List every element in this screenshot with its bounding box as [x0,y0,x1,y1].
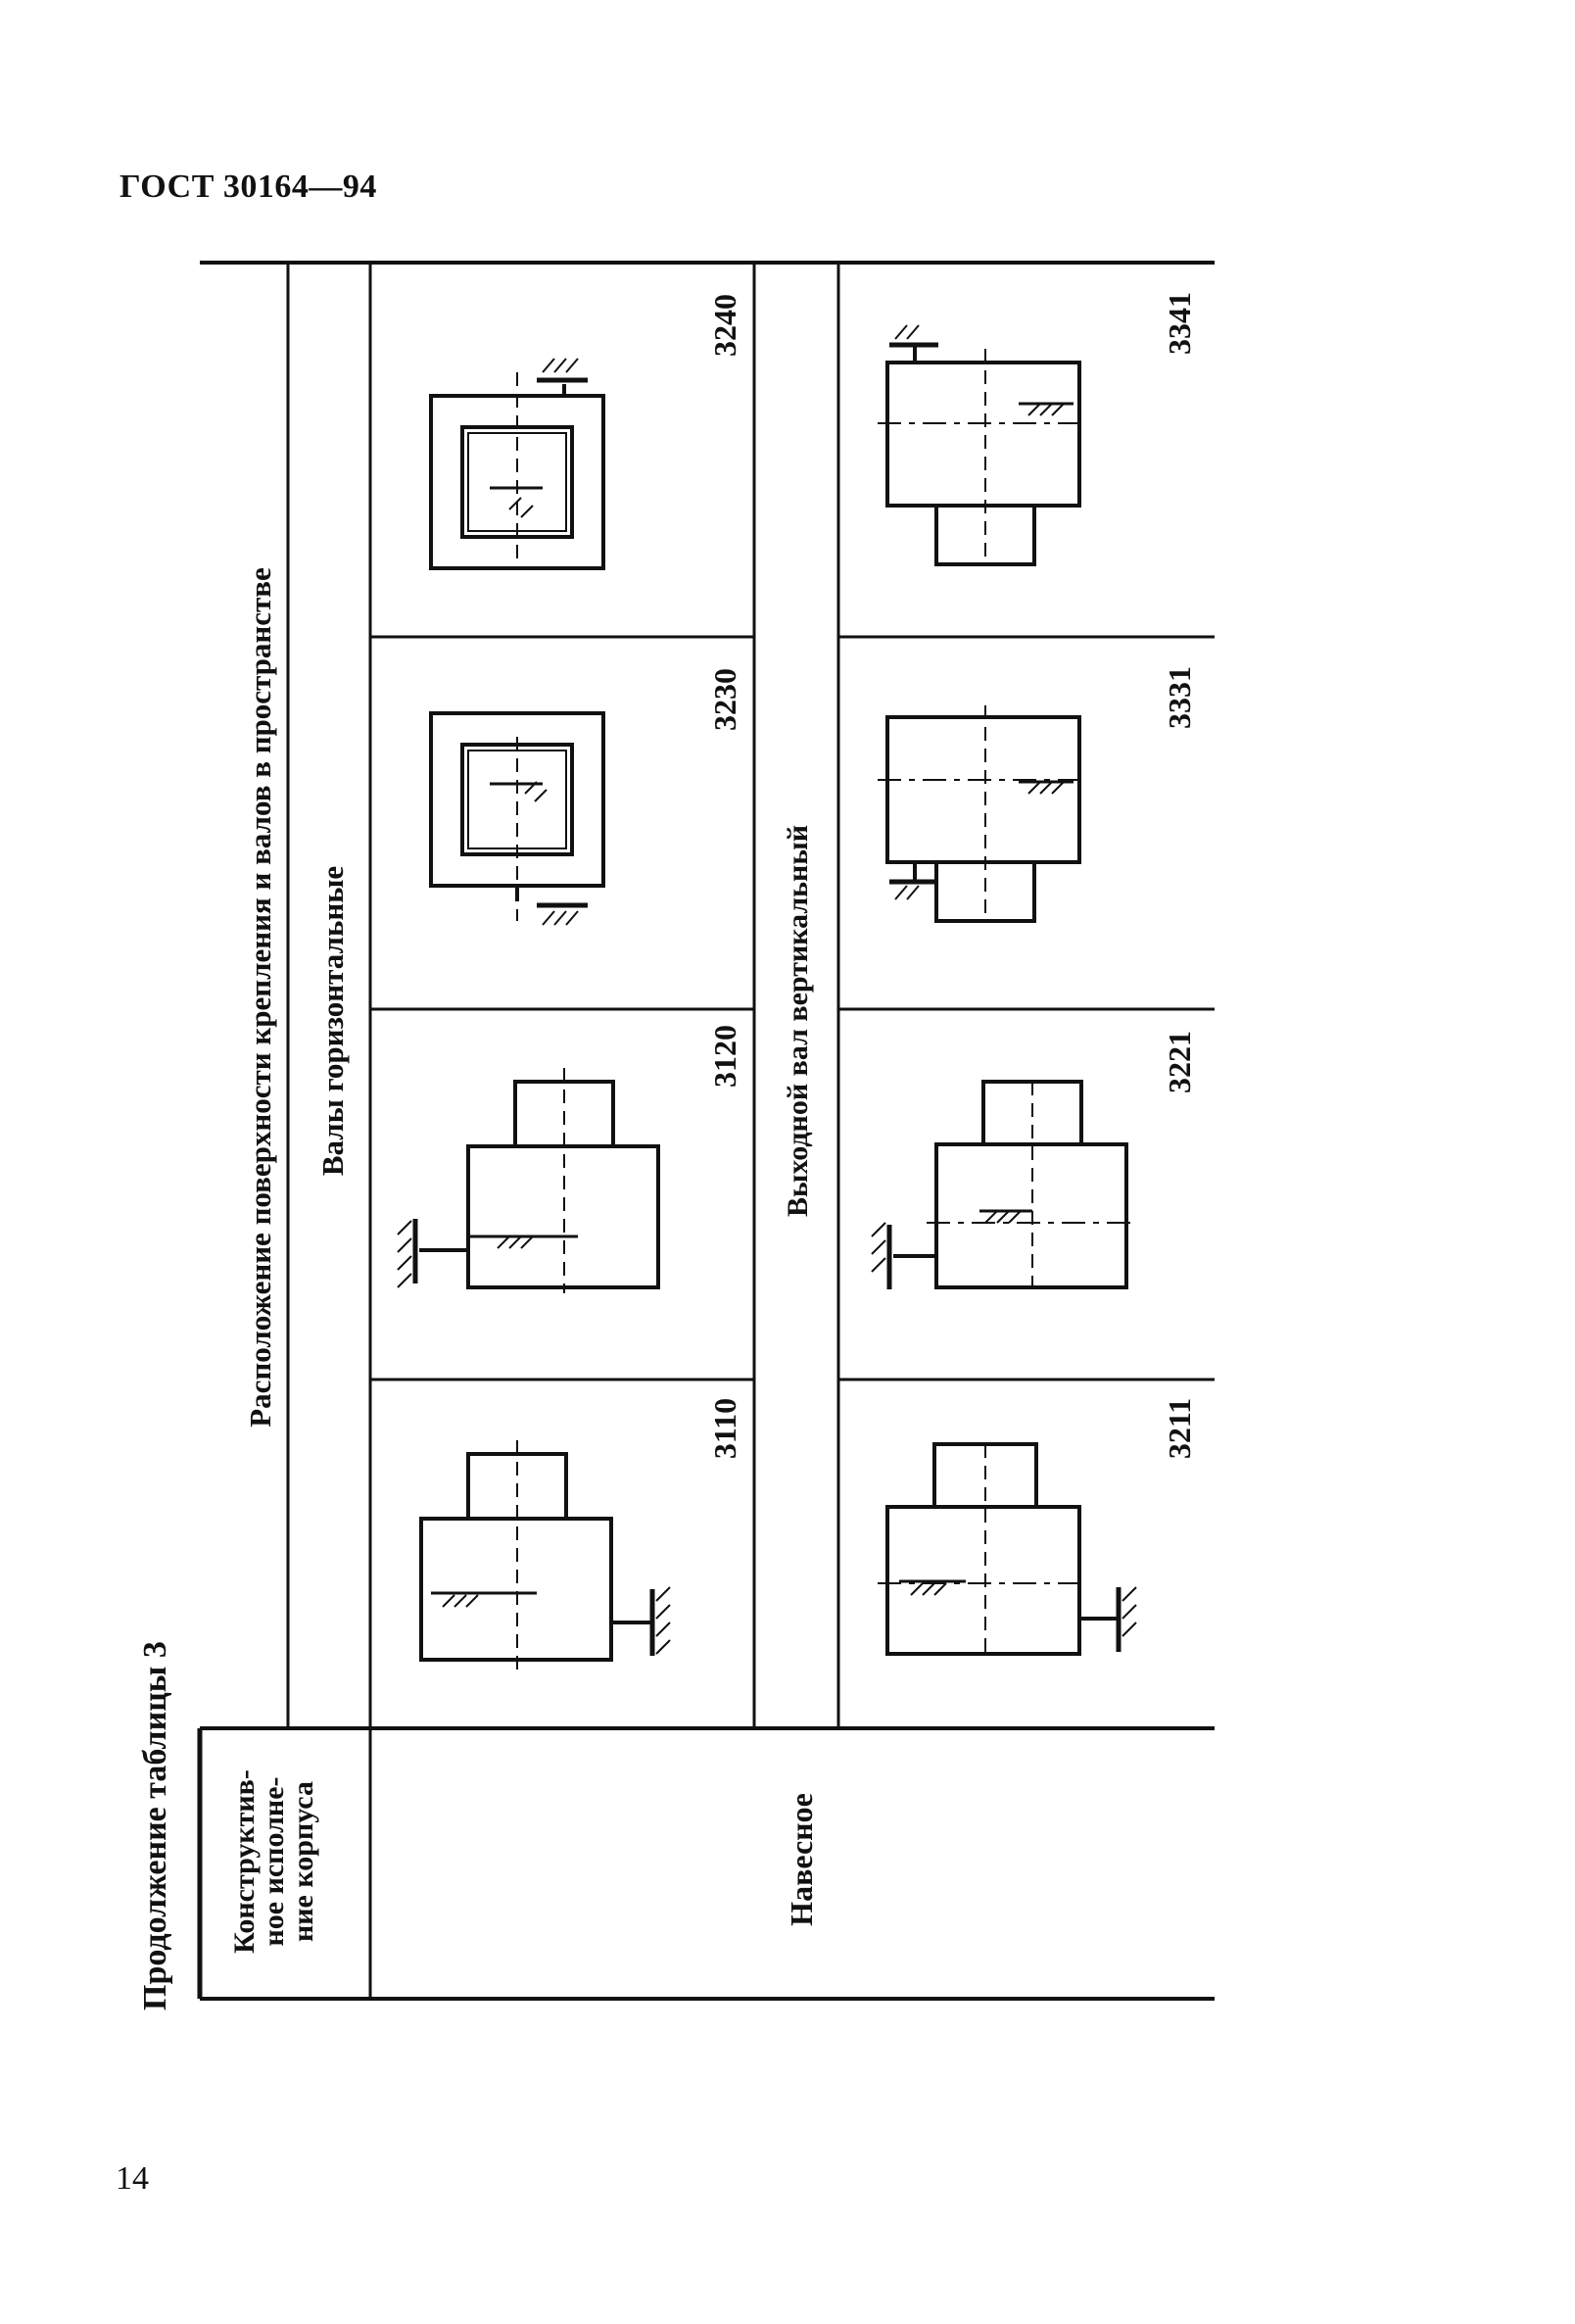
section-header-horizontal-shafts: Валы горизонтальные [315,865,350,1177]
group-header: Расположение поверхности крепления и вал… [243,567,277,1428]
code-3110: 3110 [707,1397,742,1460]
diagram-3120 [397,1068,660,1293]
code-3341: 3341 [1162,292,1197,355]
diagram-3230 [429,711,605,926]
column-header-line-3: ние корпуса [287,1781,319,1943]
section-header-vertical-shaft: Выходной вал вертикальный [782,824,814,1218]
code-3240: 3240 [707,294,742,357]
code-3230: 3230 [707,668,742,731]
column-header-line-2: ное исполне- [258,1776,290,1947]
diagram-3240 [429,358,605,570]
diagram-3341 [878,324,1089,566]
diagram-3110 [419,1440,671,1677]
code-3221: 3221 [1162,1031,1197,1093]
row-label-mounted: Навесное [784,1793,819,1926]
page-number: 14 [116,2160,149,2197]
diagram-3331 [878,705,1089,923]
code-3211: 3211 [1162,1397,1197,1460]
code-3331: 3331 [1162,666,1197,729]
diagram-3211 [878,1442,1137,1656]
document-header: ГОСТ 30164—94 [119,169,377,205]
diagram-3221 [871,1080,1138,1289]
code-3120: 3120 [707,1025,742,1088]
column-header-line-1: Конструктив- [228,1769,261,1954]
